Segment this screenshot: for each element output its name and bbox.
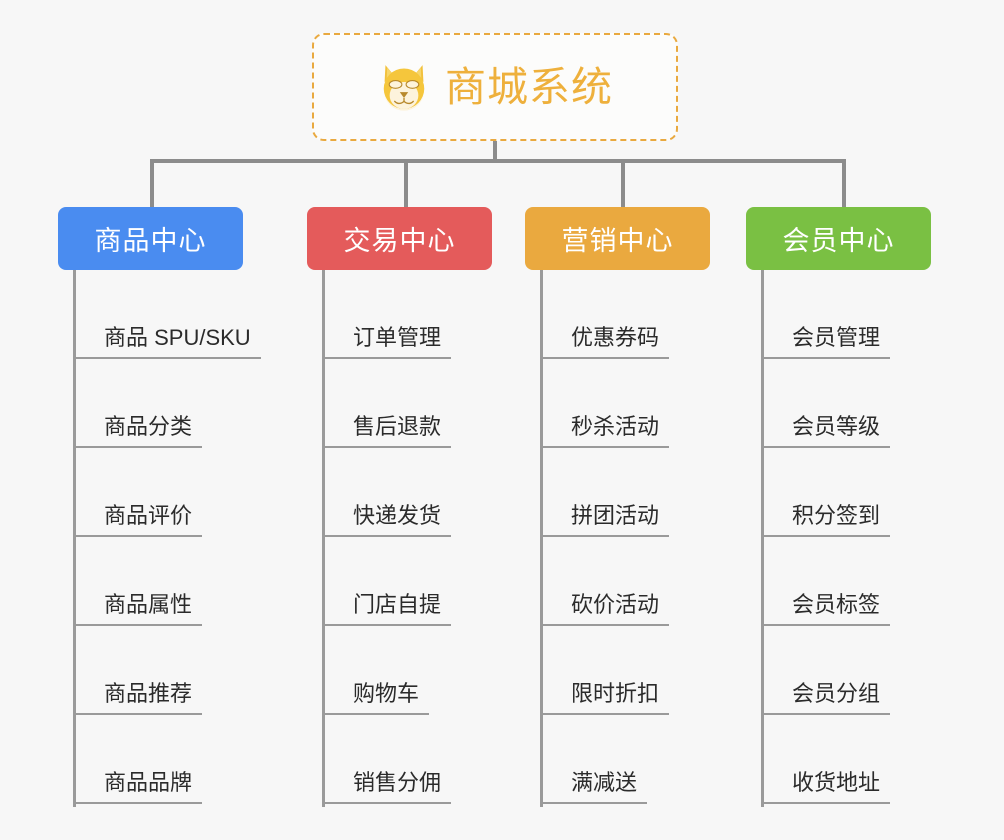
column-trunk-line <box>322 270 325 807</box>
leaf-label: 商品推荐 <box>73 681 203 715</box>
leaf-item[interactable]: 订单管理 <box>322 270 582 359</box>
leaf-item[interactable]: 满减送 <box>540 715 800 804</box>
leaf-label: 收货地址 <box>761 770 891 804</box>
leaf-label: 商品分类 <box>73 414 203 448</box>
connector-drop-4 <box>842 159 846 207</box>
category-header-member-center[interactable]: 会员中心 <box>746 207 931 270</box>
leaf-list-marketing-center: 优惠券码 秒杀活动 拼团活动 砍价活动 限时折扣 满减送 <box>540 270 800 804</box>
category-header-trade-center[interactable]: 交易中心 <box>307 207 492 270</box>
leaf-label: 商品 SPU/SKU <box>73 325 261 359</box>
leaf-label: 商品属性 <box>73 592 203 626</box>
leaf-label: 订单管理 <box>322 325 452 359</box>
leaf-label: 优惠券码 <box>540 325 670 359</box>
leaf-item[interactable]: 商品品牌 <box>73 715 333 804</box>
leaf-item[interactable]: 销售分佣 <box>322 715 582 804</box>
root-node[interactable]: 商城系统 <box>312 33 678 141</box>
leaf-label: 拼团活动 <box>540 503 670 537</box>
leaf-item[interactable]: 商品属性 <box>73 537 333 626</box>
leaf-item[interactable]: 商品分类 <box>73 359 333 448</box>
leaf-item[interactable]: 商品评价 <box>73 448 333 537</box>
category-header-marketing-center[interactable]: 营销中心 <box>525 207 710 270</box>
leaf-label: 门店自提 <box>322 592 452 626</box>
leaf-item[interactable]: 秒杀活动 <box>540 359 800 448</box>
leaf-label: 满减送 <box>540 770 648 804</box>
leaf-item[interactable]: 购物车 <box>322 626 582 715</box>
column-trunk-line <box>761 270 764 807</box>
leaf-label: 砍价活动 <box>540 592 670 626</box>
leaf-item[interactable]: 积分签到 <box>761 448 1004 537</box>
leaf-label: 限时折扣 <box>540 681 670 715</box>
leaf-label: 商品品牌 <box>73 770 203 804</box>
leaf-item[interactable]: 商品 SPU/SKU <box>73 270 333 359</box>
leaf-item[interactable]: 会员管理 <box>761 270 1004 359</box>
leaf-label: 商品评价 <box>73 503 203 537</box>
leaf-item[interactable]: 收货地址 <box>761 715 1004 804</box>
root-title: 商城系统 <box>445 63 613 110</box>
leaf-list-product-center: 商品 SPU/SKU 商品分类 商品评价 商品属性 商品推荐 商品品牌 <box>73 270 333 804</box>
column-trunk-line <box>540 270 543 807</box>
leaf-item[interactable]: 限时折扣 <box>540 626 800 715</box>
connector-drop-1 <box>150 159 154 207</box>
leaf-item[interactable]: 会员标签 <box>761 537 1004 626</box>
leaf-label: 秒杀活动 <box>540 414 670 448</box>
leaf-label: 售后退款 <box>322 414 452 448</box>
connector-drop-2 <box>404 159 408 207</box>
shiba-dog-icon <box>377 60 431 114</box>
connector-root-stem <box>493 141 497 163</box>
leaf-item[interactable]: 门店自提 <box>322 537 582 626</box>
leaf-item[interactable]: 商品推荐 <box>73 626 333 715</box>
connector-drop-3 <box>621 159 625 207</box>
leaf-label: 会员标签 <box>761 592 891 626</box>
leaf-list-member-center: 会员管理 会员等级 积分签到 会员标签 会员分组 收货地址 <box>761 270 1004 804</box>
leaf-item[interactable]: 优惠券码 <box>540 270 800 359</box>
leaf-label: 会员等级 <box>761 414 891 448</box>
leaf-item[interactable]: 售后退款 <box>322 359 582 448</box>
leaf-label: 积分签到 <box>761 503 891 537</box>
leaf-label: 销售分佣 <box>322 770 452 804</box>
column-trunk-line <box>73 270 76 807</box>
leaf-item[interactable]: 快递发货 <box>322 448 582 537</box>
leaf-label: 会员管理 <box>761 325 891 359</box>
leaf-item[interactable]: 砍价活动 <box>540 537 800 626</box>
leaf-label: 会员分组 <box>761 681 891 715</box>
leaf-label: 购物车 <box>322 681 430 715</box>
leaf-item[interactable]: 拼团活动 <box>540 448 800 537</box>
leaf-item[interactable]: 会员分组 <box>761 626 1004 715</box>
leaf-label: 快递发货 <box>322 503 452 537</box>
connector-horizontal-bus <box>150 159 846 163</box>
leaf-item[interactable]: 会员等级 <box>761 359 1004 448</box>
category-header-product-center[interactable]: 商品中心 <box>58 207 243 270</box>
leaf-list-trade-center: 订单管理 售后退款 快递发货 门店自提 购物车 销售分佣 <box>322 270 582 804</box>
